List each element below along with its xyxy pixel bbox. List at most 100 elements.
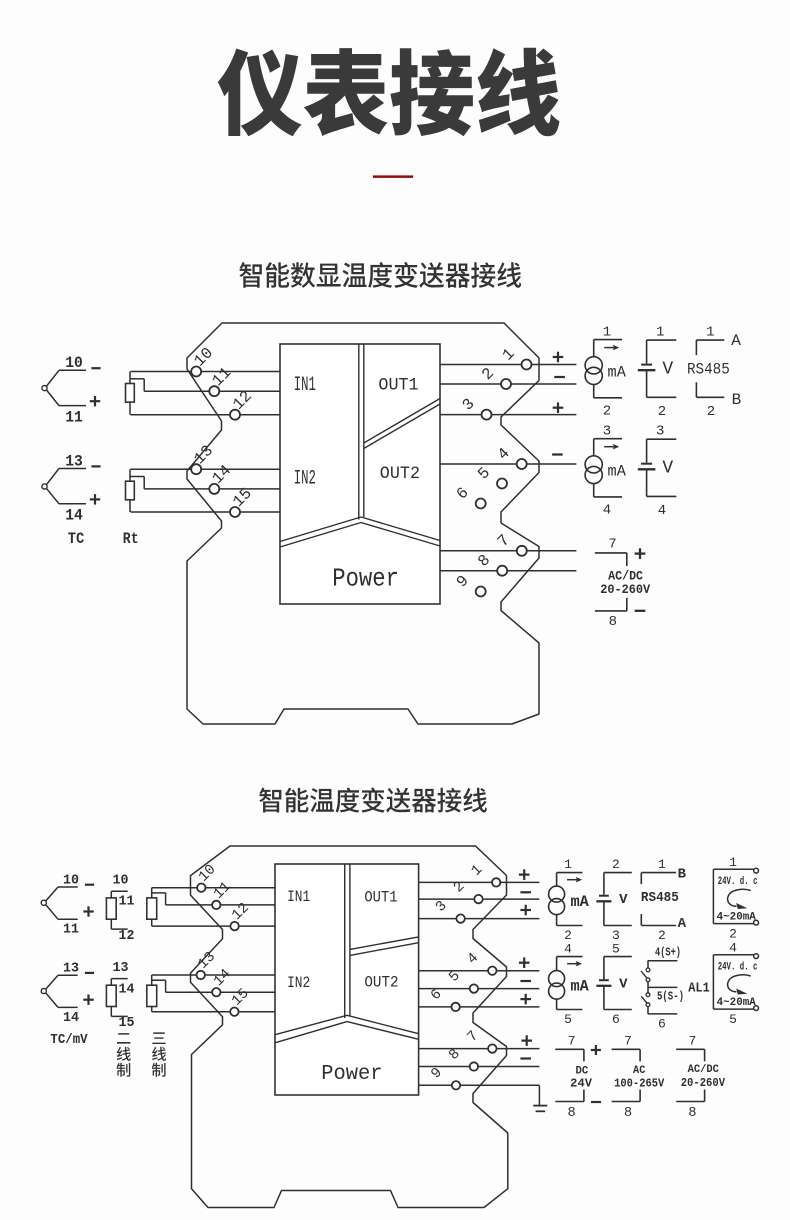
svg-text:OUT1: OUT1 — [364, 889, 397, 907]
svg-text:4: 4 — [465, 950, 482, 967]
svg-text:100-265V: 100-265V — [614, 1077, 665, 1091]
svg-text:IN2: IN2 — [287, 974, 310, 992]
svg-text:2: 2 — [658, 404, 666, 420]
svg-text:8: 8 — [688, 1106, 696, 1121]
svg-text:12: 12 — [229, 900, 253, 924]
svg-text:4(S+): 4(S+) — [655, 945, 681, 959]
svg-text:5(S-): 5(S-) — [657, 990, 684, 1004]
svg-text:OUT2: OUT2 — [364, 974, 398, 992]
svg-text:3: 3 — [603, 424, 611, 440]
svg-text:4: 4 — [729, 941, 737, 956]
svg-text:mA: mA — [608, 363, 627, 381]
svg-text:mA: mA — [570, 978, 589, 996]
svg-text:8: 8 — [475, 551, 495, 571]
svg-text:7: 7 — [568, 1034, 576, 1049]
svg-text:7: 7 — [494, 531, 514, 551]
svg-text:4~20mA: 4~20mA — [717, 997, 756, 1009]
svg-text:A: A — [731, 332, 741, 350]
svg-text:9: 9 — [428, 1065, 445, 1082]
svg-text:14: 14 — [63, 1010, 79, 1026]
svg-text:8: 8 — [624, 1106, 632, 1121]
svg-text:1: 1 — [499, 345, 519, 365]
svg-text:mA: mA — [608, 463, 627, 481]
svg-text:11: 11 — [211, 879, 235, 903]
svg-text:2: 2 — [478, 364, 498, 384]
svg-text:AC/DC: AC/DC — [608, 569, 643, 584]
svg-text:2: 2 — [451, 879, 468, 896]
svg-text:24V: 24V — [570, 1076, 593, 1090]
svg-text:10: 10 — [113, 873, 129, 889]
svg-text:10: 10 — [63, 873, 79, 889]
svg-text:6: 6 — [612, 1012, 620, 1027]
svg-text:4: 4 — [564, 942, 572, 957]
svg-text:5: 5 — [612, 942, 620, 957]
svg-text:4~20mA: 4~20mA — [717, 911, 756, 923]
svg-text:3: 3 — [656, 424, 664, 440]
svg-text:6: 6 — [658, 1017, 666, 1032]
svg-text:11: 11 — [63, 922, 79, 938]
svg-text:13: 13 — [63, 961, 79, 977]
svg-text:DC: DC — [576, 1065, 589, 1077]
svg-text:4: 4 — [603, 503, 611, 519]
svg-text:8: 8 — [568, 1106, 576, 1121]
svg-text:B: B — [678, 867, 687, 883]
svg-text:12: 12 — [119, 928, 135, 944]
svg-text:11: 11 — [65, 409, 83, 427]
svg-text:TC: TC — [68, 530, 85, 548]
svg-text:B: B — [732, 391, 742, 409]
svg-text:3: 3 — [459, 395, 479, 415]
svg-text:13: 13 — [195, 949, 219, 973]
svg-text:14: 14 — [119, 981, 135, 997]
svg-text:20-260V: 20-260V — [600, 582, 650, 597]
svg-text:AL1: AL1 — [688, 982, 710, 997]
svg-text:24V. d. c: 24V. d. c — [718, 876, 758, 888]
svg-text:A: A — [678, 916, 687, 932]
svg-text:5: 5 — [729, 1012, 737, 1027]
svg-text:4: 4 — [494, 444, 514, 464]
svg-text:7: 7 — [624, 1034, 632, 1049]
svg-text:24V. d. c: 24V. d. c — [718, 961, 758, 973]
svg-text:6: 6 — [453, 484, 473, 504]
svg-text:1: 1 — [658, 857, 666, 872]
svg-text:RS485: RS485 — [687, 361, 730, 379]
svg-text:1: 1 — [729, 855, 737, 870]
svg-text:1: 1 — [603, 324, 611, 340]
svg-text:2: 2 — [729, 927, 737, 942]
svg-text:10: 10 — [65, 354, 83, 372]
svg-text:2: 2 — [658, 928, 666, 943]
svg-text:9: 9 — [453, 572, 473, 592]
svg-text:2: 2 — [564, 928, 572, 943]
svg-text:15: 15 — [229, 986, 253, 1010]
svg-text:1: 1 — [469, 862, 486, 879]
svg-text:Power: Power — [332, 563, 399, 593]
svg-text:OUT2: OUT2 — [380, 464, 420, 484]
svg-text:20-260V: 20-260V — [681, 1076, 726, 1090]
svg-text:RS485: RS485 — [641, 891, 679, 906]
svg-text:13: 13 — [65, 452, 83, 470]
svg-text:TC/mV: TC/mV — [50, 1032, 88, 1048]
svg-text:15: 15 — [119, 1015, 135, 1031]
svg-text:V: V — [662, 459, 673, 479]
svg-text:AC/DC: AC/DC — [688, 1064, 720, 1076]
svg-text:mA: mA — [570, 893, 589, 911]
svg-text:14: 14 — [65, 507, 83, 525]
svg-text:1: 1 — [656, 324, 664, 340]
svg-text:5: 5 — [474, 464, 494, 484]
svg-text:Rt: Rt — [123, 530, 139, 548]
svg-text:IN1: IN1 — [294, 374, 316, 397]
svg-text:14: 14 — [211, 966, 235, 990]
svg-text:V: V — [619, 977, 628, 993]
svg-text:1: 1 — [706, 324, 714, 340]
svg-text:2: 2 — [707, 404, 715, 420]
svg-text:IN1: IN1 — [287, 888, 310, 906]
svg-text:3: 3 — [612, 928, 620, 943]
svg-text:7: 7 — [688, 1034, 696, 1049]
svg-text:5: 5 — [564, 1012, 572, 1027]
svg-text:Power: Power — [321, 1063, 382, 1086]
svg-text:IN2: IN2 — [294, 468, 316, 491]
svg-text:8: 8 — [609, 614, 617, 630]
svg-text:AC: AC — [633, 1065, 646, 1077]
svg-text:7: 7 — [465, 1028, 482, 1045]
svg-text:OUT1: OUT1 — [378, 375, 418, 395]
svg-text:V: V — [619, 892, 628, 908]
